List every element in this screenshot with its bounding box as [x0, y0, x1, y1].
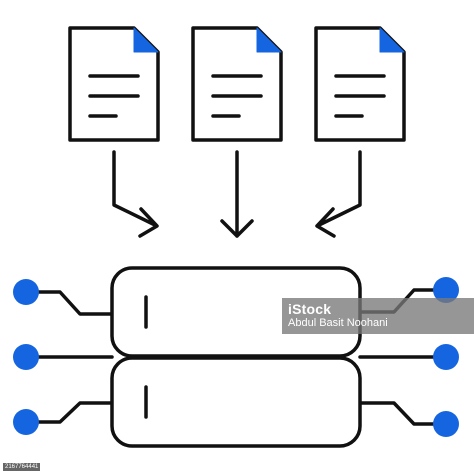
connector-nodes-group: [13, 277, 459, 437]
arrow-down-right-icon: [315, 150, 362, 238]
node-dot-right-bottom: [433, 411, 459, 437]
node-dot-left-top: [13, 279, 39, 305]
document-page: [314, 26, 406, 142]
connector-line-left-bottom: [26, 401, 114, 424]
watermark-credit: Abdul Basit Noohani: [288, 317, 388, 329]
connector-line-right-bottom: [358, 401, 448, 426]
node-dot-left-bottom: [13, 409, 39, 435]
document-folded-corner: [256, 27, 282, 53]
document-page: [191, 26, 283, 142]
node-dot-left-middle: [13, 344, 39, 370]
arrow-down-left-icon: [112, 150, 159, 238]
server-unit-bottom: [110, 356, 362, 448]
server-stack-icon: [110, 266, 362, 448]
document-icon-center: [191, 26, 283, 142]
document-folded-corner: [379, 27, 405, 53]
node-dot-right-top: [433, 277, 459, 303]
connector-line-left-top: [26, 290, 114, 316]
arrow-down-icon: [220, 150, 254, 238]
documents-group: [68, 26, 406, 142]
watermark-brand: iStock: [288, 301, 332, 317]
document-page: [68, 26, 160, 142]
document-folded-corner: [133, 27, 159, 53]
document-icon-left: [68, 26, 160, 142]
watermark: iStock Abdul Basit Noohani: [282, 298, 474, 334]
node-dot-right-middle: [433, 344, 459, 370]
stock-id-label: 2167764441: [3, 463, 41, 471]
document-icon-right: [314, 26, 406, 142]
arrows-group: [112, 150, 362, 238]
